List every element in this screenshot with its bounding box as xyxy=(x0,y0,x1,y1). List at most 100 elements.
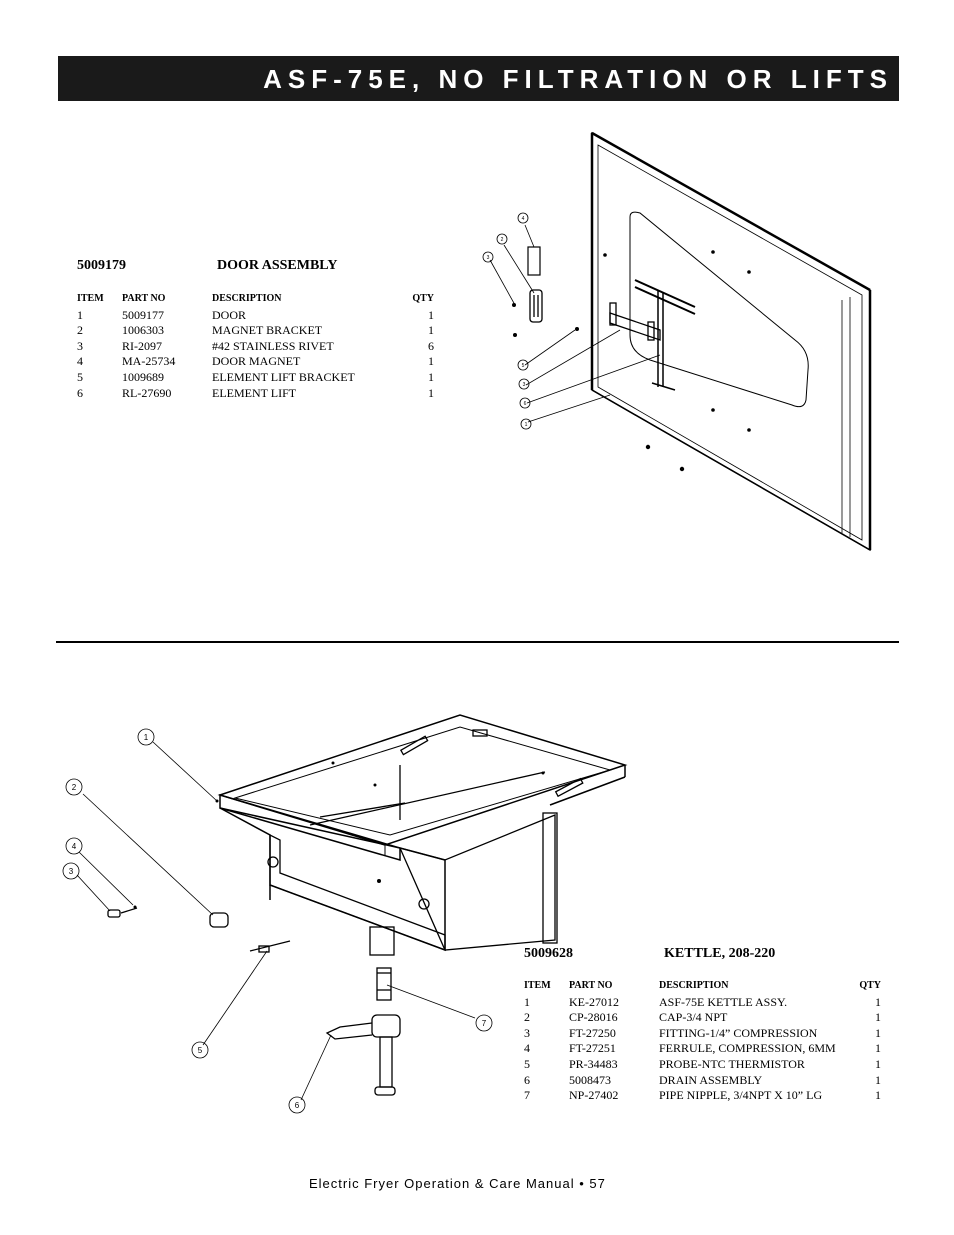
part-no-cell: KE-27012 xyxy=(569,994,619,1009)
footer-text: Electric Fryer Operation & Care Manual •… xyxy=(309,1176,606,1191)
table-header-row: ITEM PART NO DESCRIPTION QTY xyxy=(524,978,881,995)
qty-cell: 1 xyxy=(875,1072,881,1087)
description-cell: DRAIN ASSEMBLY xyxy=(659,1072,763,1087)
table-row: 4 MA-25734 DOOR MAGNET 1 xyxy=(77,354,434,370)
item-cell: 4 xyxy=(77,354,83,369)
table-row: 5 1009689 ELEMENT LIFT BRACKET 1 xyxy=(77,370,434,386)
kettle-parts-list: 5009628 KETTLE, 208-220 ITEM PART NO DES… xyxy=(524,946,881,1104)
table-row: 3 RI-2097 #42 STAINLESS RIVET 6 xyxy=(77,339,434,355)
column-header-part-no: PART NO xyxy=(569,980,613,991)
kettle-diagram: 1 2 4 3 5 6 7 xyxy=(62,714,628,1114)
table-row: 2 1006303 MAGNET BRACKET 1 xyxy=(77,323,434,339)
door-window xyxy=(629,211,809,408)
item-cell: 1 xyxy=(524,994,530,1009)
kettle-callout-5: 5 xyxy=(198,1046,203,1055)
door-callout-4: 4 xyxy=(522,216,525,222)
item-cell: 3 xyxy=(77,338,83,353)
column-header-description: DESCRIPTION xyxy=(659,980,729,991)
kettle-callout-6: 6 xyxy=(295,1101,300,1110)
item-cell: 4 xyxy=(524,1041,530,1056)
kettle-callout-1: 1 xyxy=(144,733,149,742)
door-assembly-diagram: 4 2 3 5 3 6 1 xyxy=(482,131,872,552)
description-cell: #42 STAINLESS RIVET xyxy=(212,338,334,353)
column-header-qty: QTY xyxy=(859,980,881,991)
description-cell: PIPE NIPPLE, 3/4NPT X 10” LG xyxy=(659,1088,823,1103)
description-cell: FERRULE, COMPRESSION, 6MM xyxy=(659,1041,836,1056)
door-callout-3b: 3 xyxy=(523,382,526,388)
column-header-item: ITEM xyxy=(77,293,104,304)
table-row: 6 RL-27690 ELEMENT LIFT 1 xyxy=(77,386,434,402)
part-no-cell: NP-27402 xyxy=(569,1088,619,1103)
description-cell: FITTING-1/4” COMPRESSION xyxy=(659,1025,818,1040)
table-row: 3 FT-27250 FITTING-1/4” COMPRESSION 1 xyxy=(524,1026,881,1042)
part-no-cell: 1009689 xyxy=(122,369,164,384)
item-cell: 1 xyxy=(77,307,83,322)
door-callout-3: 3 xyxy=(487,255,490,261)
description-cell: PROBE-NTC THERMISTOR xyxy=(659,1056,805,1071)
item-cell: 6 xyxy=(77,385,83,400)
drain-valve xyxy=(371,1014,401,1038)
door-assembly-table: ITEM PART NO DESCRIPTION QTY 1 5009177 D… xyxy=(77,291,434,401)
qty-cell: 1 xyxy=(428,385,434,400)
door-assembly-part-number: 5009179 xyxy=(77,258,126,273)
kettle-table: ITEM PART NO DESCRIPTION QTY 1 KE-27012 … xyxy=(524,978,881,1104)
table-header-row: ITEM PART NO DESCRIPTION QTY xyxy=(77,291,434,308)
page-title: ASF-75E, NO FILTRATION OR LIFTS xyxy=(263,64,893,94)
table-row: 4 FT-27251 FERRULE, COMPRESSION, 6MM 1 xyxy=(524,1041,881,1057)
item-cell: 2 xyxy=(77,323,83,338)
item-cell: 6 xyxy=(524,1072,530,1087)
description-cell: ELEMENT LIFT xyxy=(212,385,297,400)
drain-cap xyxy=(209,912,229,928)
item-cell: 5 xyxy=(77,369,83,384)
description-cell: DOOR xyxy=(212,307,247,322)
qty-cell: 1 xyxy=(875,994,881,1009)
title-bar: ASF-75E, NO FILTRATION OR LIFTS xyxy=(58,56,899,101)
door-assembly-parts-list: 5009179 DOOR ASSEMBLY ITEM PART NO DESCR… xyxy=(77,258,434,401)
part-no-cell: 5009177 xyxy=(122,307,164,322)
table-row: 7 NP-27402 PIPE NIPPLE, 3/4NPT X 10” LG … xyxy=(524,1088,881,1104)
qty-cell: 1 xyxy=(875,1088,881,1103)
part-no-cell: FT-27251 xyxy=(569,1041,616,1056)
section-divider xyxy=(56,641,899,643)
door-panel xyxy=(591,131,871,552)
door-callout-2: 2 xyxy=(501,237,504,243)
qty-cell: 6 xyxy=(428,338,434,353)
drain-pipe xyxy=(369,926,395,956)
qty-cell: 1 xyxy=(875,1010,881,1025)
column-header-item: ITEM xyxy=(524,980,551,991)
door-callout-5: 5 xyxy=(522,363,525,369)
part-no-cell: RI-2097 xyxy=(122,338,162,353)
kettle-callout-7: 7 xyxy=(482,1019,487,1028)
description-cell: MAGNET BRACKET xyxy=(212,323,323,338)
kettle-header: 5009628 KETTLE, 208-220 xyxy=(524,946,881,966)
column-header-part-no: PART NO xyxy=(122,293,166,304)
part-no-cell: FT-27250 xyxy=(569,1025,616,1040)
door-assembly-header: 5009179 DOOR ASSEMBLY xyxy=(77,258,434,278)
part-no-cell: MA-25734 xyxy=(122,354,176,369)
qty-cell: 1 xyxy=(428,354,434,369)
qty-cell: 1 xyxy=(428,307,434,322)
description-cell: CAP-3/4 NPT xyxy=(659,1010,728,1025)
column-header-description: DESCRIPTION xyxy=(212,293,282,304)
kettle-rim xyxy=(219,793,401,861)
item-cell: 2 xyxy=(524,1010,530,1025)
door-callout-6: 6 xyxy=(524,401,527,407)
table-row: 1 KE-27012 ASF-75E KETTLE ASSY. 1 xyxy=(524,995,881,1011)
kettle-callout-4: 4 xyxy=(72,842,77,851)
door-callout-1: 1 xyxy=(525,422,528,428)
item-cell: 3 xyxy=(524,1025,530,1040)
qty-cell: 1 xyxy=(875,1025,881,1040)
description-cell: ASF-75E KETTLE ASSY. xyxy=(659,994,788,1009)
part-no-cell: 1006303 xyxy=(122,323,164,338)
part-no-cell: PR-34483 xyxy=(569,1056,618,1071)
table-row: 6 5008473 DRAIN ASSEMBLY 1 xyxy=(524,1073,881,1089)
table-row: 5 PR-34483 PROBE-NTC THERMISTOR 1 xyxy=(524,1057,881,1073)
item-cell: 5 xyxy=(524,1056,530,1071)
qty-cell: 1 xyxy=(875,1056,881,1071)
part-no-cell: 5008473 xyxy=(569,1072,611,1087)
qty-cell: 1 xyxy=(428,369,434,384)
table-row: 2 CP-28016 CAP-3/4 NPT 1 xyxy=(524,1010,881,1026)
item-cell: 7 xyxy=(524,1088,530,1103)
door-assembly-name: DOOR ASSEMBLY xyxy=(217,258,338,273)
description-cell: DOOR MAGNET xyxy=(212,354,301,369)
